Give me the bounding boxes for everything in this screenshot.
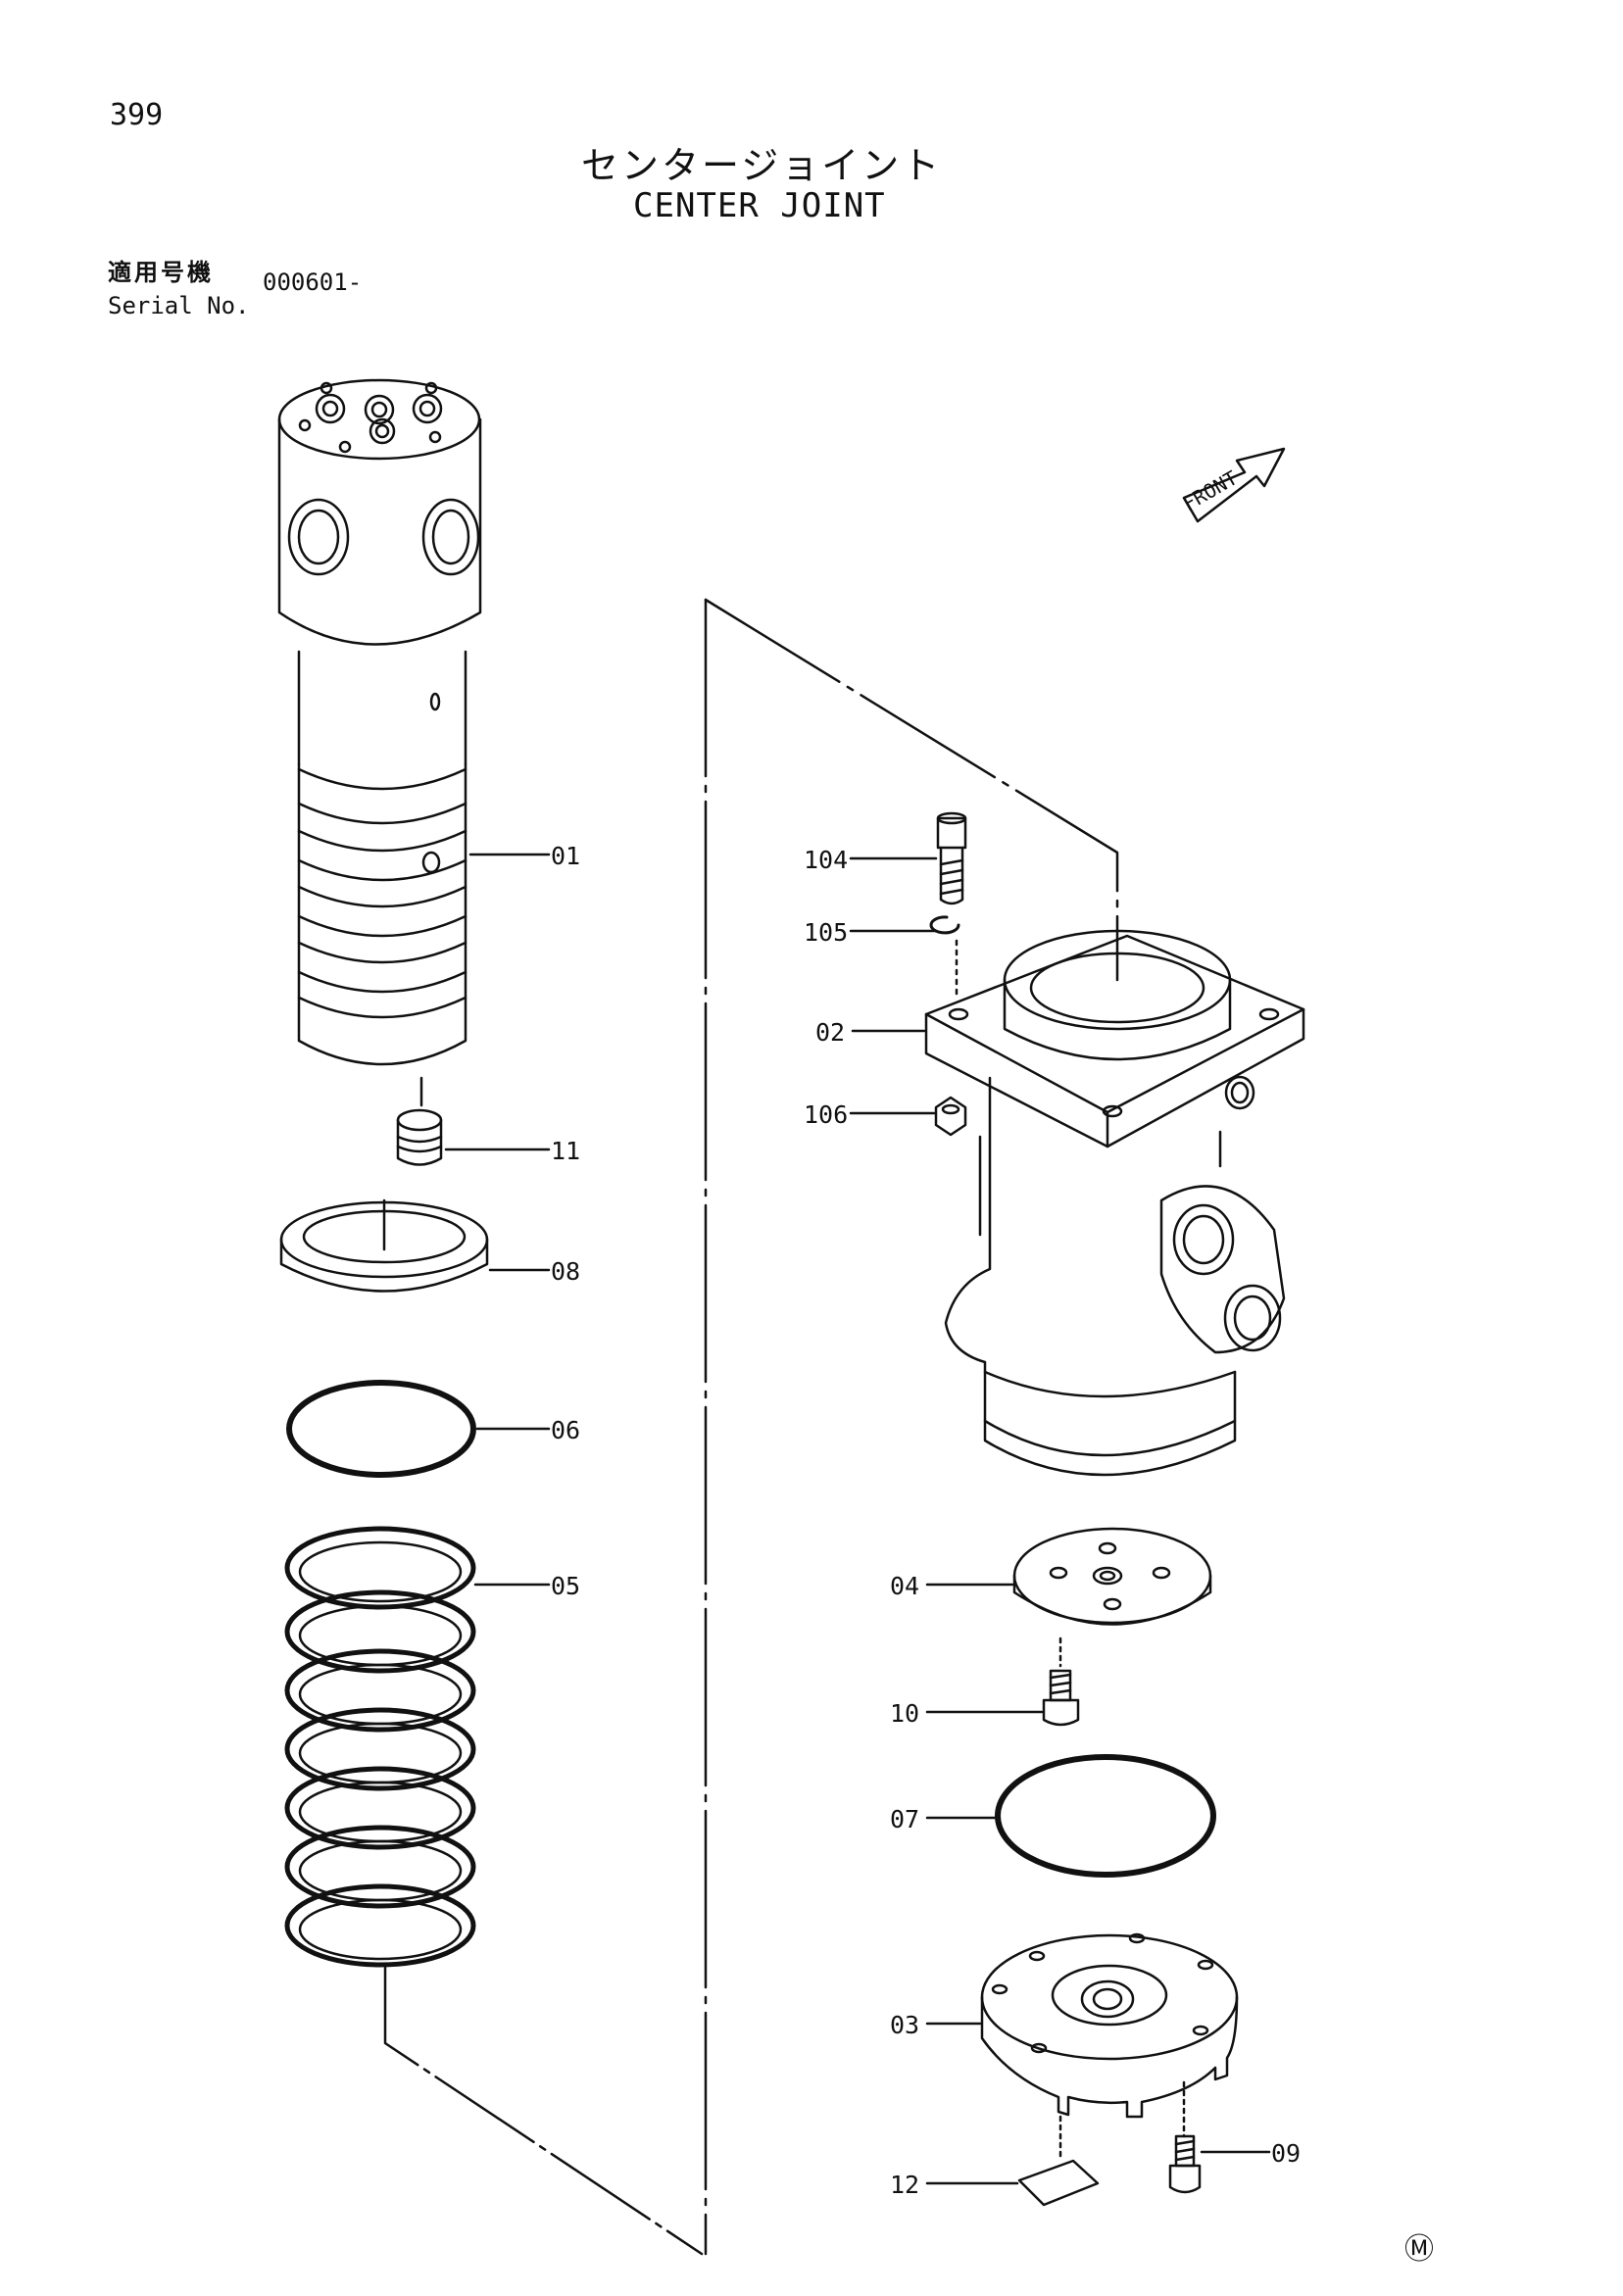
body-part-02 [924, 929, 1305, 1477]
callout-02: 02 [815, 1018, 845, 1047]
cover-plate-part-04 [1012, 1527, 1212, 1626]
callout-106: 106 [804, 1100, 848, 1129]
front-arrow-icon: FRONT [1179, 447, 1286, 523]
page-number: 399 [110, 98, 164, 132]
callout-104: 104 [804, 846, 848, 874]
assembly-guide-line [383, 1963, 704, 2256]
socket-bolt-part-10 [1042, 1669, 1080, 1727]
o-ring-part-07 [995, 1754, 1216, 1878]
seal-ring-stack-part-05 [284, 1526, 476, 1968]
corner-mark: Ⓜ [1404, 2232, 1434, 2267]
callout-10: 10 [890, 1699, 919, 1728]
title-english: CENTER JOINT [633, 186, 886, 225]
callout-05: 05 [551, 1572, 580, 1600]
callout-105: 105 [804, 918, 848, 947]
name-plate-part-12 [1017, 2159, 1100, 2207]
spindle-part-01 [277, 378, 482, 1066]
callout-03: 03 [890, 2011, 919, 2039]
bolt-part-104 [936, 811, 967, 905]
seal-ring-part-08 [279, 1200, 489, 1293]
callout-07: 07 [890, 1805, 919, 1833]
callout-11: 11 [551, 1137, 580, 1165]
assembly-guide-line [704, 598, 1119, 982]
serial-label-japanese: 適用号機 [108, 259, 214, 286]
callout-08: 08 [551, 1257, 580, 1286]
front-label: FRONT [1179, 465, 1242, 515]
title-japanese: センタージョイント [581, 144, 943, 187]
serial-label-english: Serial No. [108, 292, 250, 319]
cover-part-03 [980, 1932, 1239, 2119]
callout-12: 12 [890, 2171, 919, 2199]
callout-06: 06 [551, 1416, 580, 1444]
callout-01: 01 [551, 842, 580, 870]
callout-09: 09 [1271, 2139, 1301, 2168]
nut-part-106 [934, 1096, 967, 1137]
plug-part-11 [396, 1108, 443, 1166]
socket-bolt-part-09 [1168, 2134, 1202, 2194]
callout-04: 04 [890, 1572, 919, 1600]
serial-number-value: 000601- [263, 269, 363, 296]
o-ring-part-06 [286, 1380, 476, 1478]
